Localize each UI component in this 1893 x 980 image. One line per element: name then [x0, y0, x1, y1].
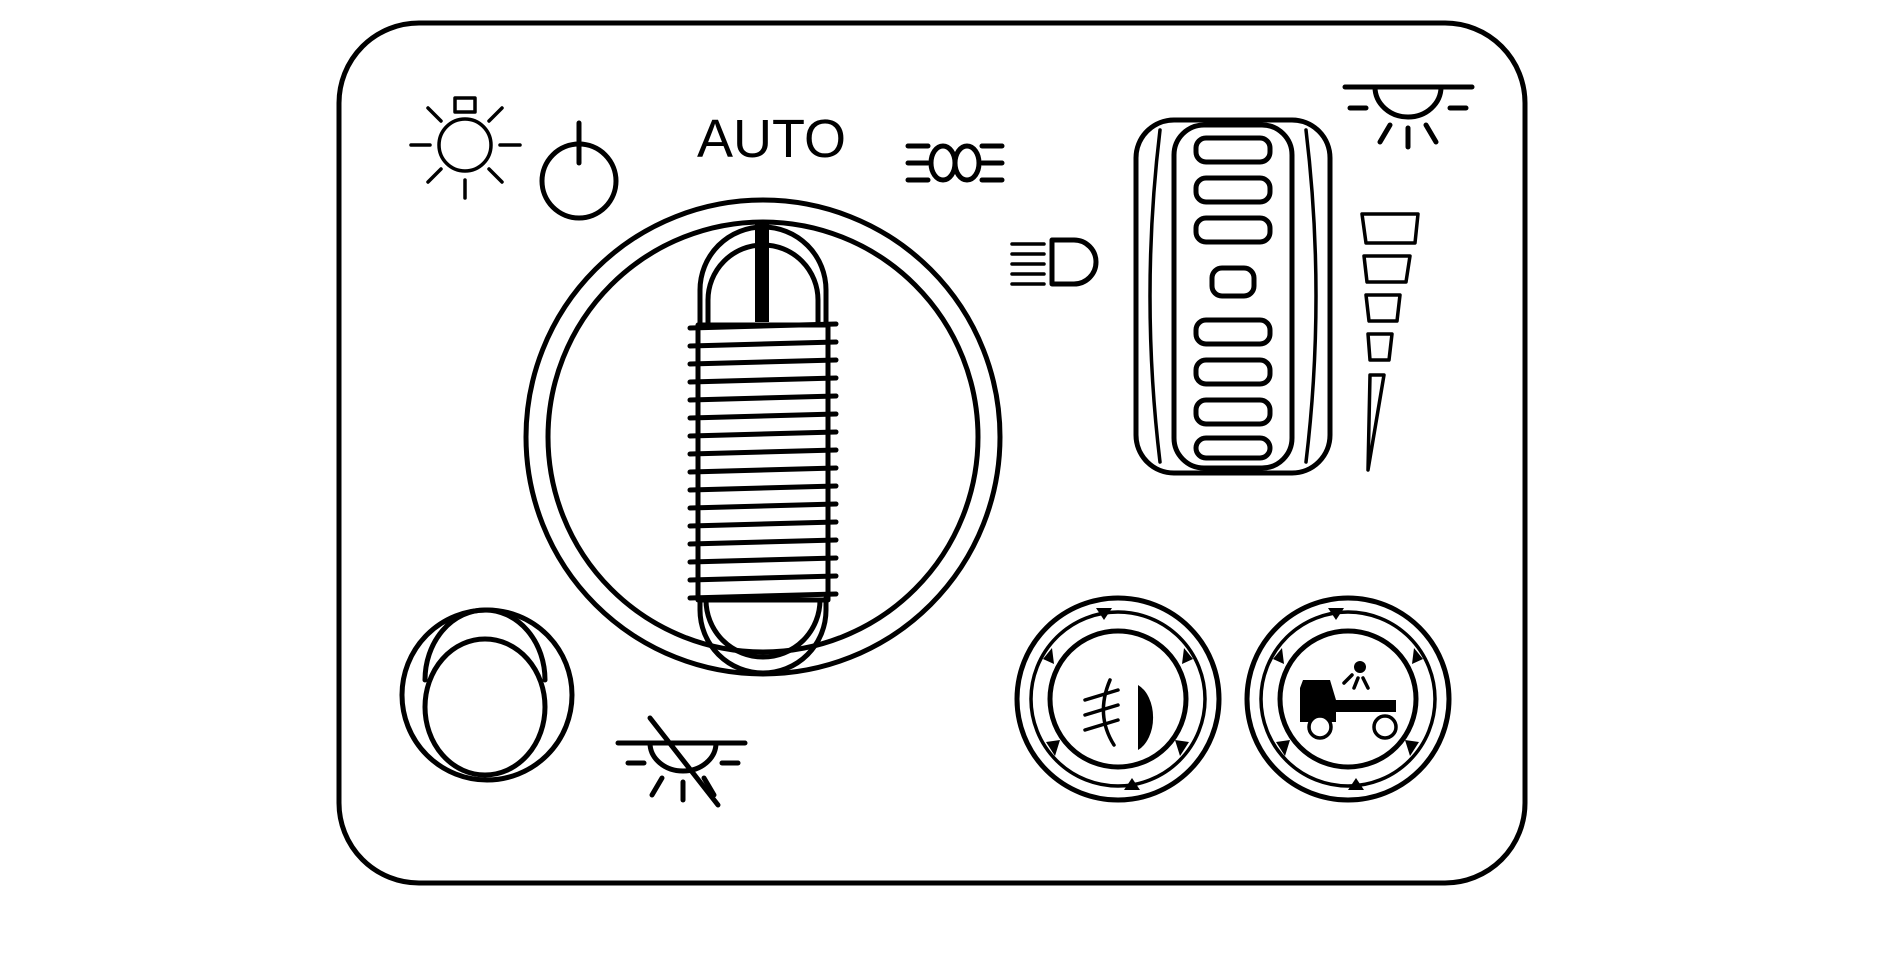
cargo-lamp-truck-icon	[1300, 661, 1398, 740]
off-icon	[539, 120, 619, 221]
headlamp-knob[interactable]	[523, 197, 1003, 677]
panel-outline	[336, 20, 1528, 886]
dimmer-thumbwheel[interactable]	[1133, 117, 1333, 476]
fog-lamp-icon	[1083, 678, 1154, 750]
brightness-ramp-icon	[1360, 212, 1420, 472]
knob-grip	[687, 321, 839, 603]
auto-label: AUTO	[697, 109, 846, 169]
cargo-lamp-button[interactable]	[1244, 595, 1452, 803]
dome-override-button[interactable]	[399, 607, 575, 783]
parking-lamps-icon	[409, 96, 522, 200]
dome-lamp-on-icon	[1342, 84, 1475, 150]
knob-indicator	[755, 222, 769, 322]
headlamps-icon	[1010, 237, 1099, 287]
dome-lamp-off-icon	[615, 715, 748, 808]
park-tail-lamps-icon	[905, 143, 1005, 183]
fog-lamp-button[interactable]	[1014, 595, 1222, 803]
